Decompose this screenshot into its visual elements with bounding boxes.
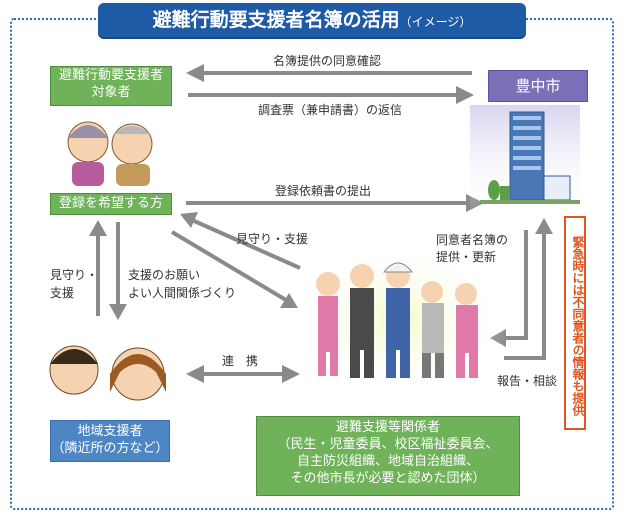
elderly-couple-illustration xyxy=(67,121,153,186)
target-person-box: 避難行動要支援者 対象者 xyxy=(50,66,172,106)
community-supporters-illustration xyxy=(49,345,166,401)
registrant-box: 登録を希望する方 xyxy=(50,193,172,215)
city-hall-illustration xyxy=(470,105,580,215)
label-request-submit: 登録依頼書の提出 xyxy=(275,184,372,198)
diagram-title: 避難行動要支援者名簿の活用（イメージ） xyxy=(98,3,526,37)
label-report: 報告・相談 xyxy=(497,374,558,388)
emergency-note: 緊急時には不同意者の情報も提供 xyxy=(564,216,586,430)
arrow-watch-support-diag xyxy=(180,212,301,270)
arrow-consent-check xyxy=(186,64,472,82)
label-consent-check: 名簿提供の同意確認 xyxy=(273,54,382,68)
label-watch-support-left: 見守り・ 支援 xyxy=(50,268,99,300)
support-group-illustration xyxy=(290,240,510,400)
title-sub: （イメージ） xyxy=(399,15,472,29)
label-watch-support-diag: 見守り・支援 xyxy=(236,232,309,246)
arrow-survey-return xyxy=(188,86,474,104)
arrow-watch-support-up xyxy=(89,220,107,316)
arrow-cooperation xyxy=(186,365,300,383)
arrow-ask-support-down xyxy=(109,222,127,320)
support-org-box: 避難支援等関係者 （民生・児童委員、校区福祉委員会、 自主防災組織、地域自治組織… xyxy=(256,416,520,496)
label-list-provide: 同意者名簿の 提供・更新 xyxy=(436,233,509,264)
label-survey-return: 調査票（兼申請書）の返信 xyxy=(258,103,403,117)
community-supporter-box: 地域支援者 （隣近所の方など） xyxy=(50,420,170,462)
label-cooperation: 連 携 xyxy=(222,354,259,368)
arrow-report xyxy=(504,218,553,360)
city-box: 豊中市 xyxy=(488,70,588,102)
title-main: 避難行動要支援者名簿の活用 xyxy=(152,9,400,31)
label-ask-support: 支援のお願い よい人間関係づくり xyxy=(128,268,237,300)
